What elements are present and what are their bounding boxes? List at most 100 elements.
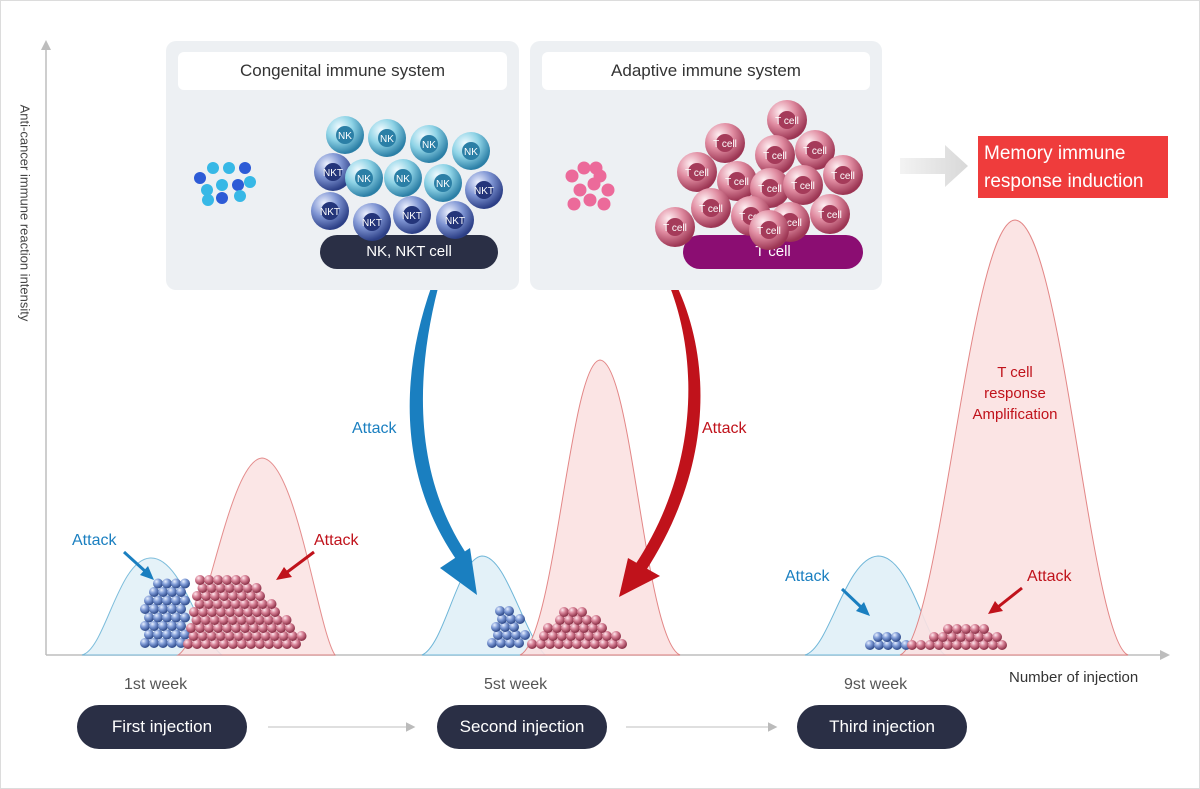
t-cell [588,623,598,633]
amplification-line3: Amplification [972,406,1058,423]
red-attack-arrow [619,280,701,597]
t-cell [581,639,591,649]
t-cell [260,631,271,641]
t-cell [204,575,214,585]
t-cell [947,632,957,642]
t-cell [273,639,283,649]
t-cell [591,615,601,625]
nkt-cell [167,604,177,614]
amplification-line2: response [984,385,1046,402]
t-cell [233,631,244,641]
nkt-cell [891,632,901,642]
small-attack-arrows [122,550,1023,616]
y-axis-label-text: Anti-cancer immune reaction intensity [17,104,33,322]
t-cell [191,615,202,625]
t-cell [200,615,211,625]
t-cell [979,624,989,634]
nkt-cell [514,638,524,648]
nkt-cell [162,578,172,589]
response-curves-week9 [804,219,1129,656]
t-cell [224,583,235,593]
t-cell [213,623,223,633]
t-cell [965,632,975,642]
nkt-cell [873,632,883,642]
t-cell [582,615,592,625]
t-cell [916,640,926,650]
t-cell [272,615,283,625]
t-cell [195,575,205,585]
memory-response-box: Memory immune response induction [978,136,1168,198]
t-cell [285,623,295,633]
t-cell [210,639,220,649]
t-cell [952,640,962,650]
nkt-cell [144,612,154,623]
nkt-cell [171,629,181,640]
t-cell [254,615,265,625]
t-cell [231,623,241,633]
congenital-panel: Congenital immune system NK, NKT cell [166,41,519,290]
t-cell [225,607,235,617]
t-cell [195,623,205,633]
nk-nkt-cell-label: NK, NKT cell [320,235,498,269]
t-cell [617,639,627,649]
t-cell [952,624,962,634]
t-cell [249,623,259,633]
nkt-cell [865,640,875,650]
nkt-cell [509,622,519,632]
t-cell [907,640,917,650]
nkt-cell [515,614,525,624]
nkt-cell [171,612,181,623]
t-cell [266,599,277,609]
t-cell [599,639,609,649]
nkt-cell [158,638,168,648]
x-axis-label: Number of injection [1009,669,1139,686]
t-cell [239,599,250,609]
nkt-cell [176,621,186,631]
t-cell [278,631,289,641]
t-cell [188,631,199,641]
t-cell [270,607,280,617]
t-cell [198,607,208,617]
t-cell [611,631,621,641]
second-injection-pill: Second injection [437,705,607,749]
nkt-cell [874,640,884,650]
t-cell [264,639,274,649]
t-cell [230,599,241,609]
t-cell [237,639,247,649]
t-cell [961,640,971,650]
nkt-cell [153,629,163,640]
nkt-cell [520,630,530,640]
t-cell [261,607,271,617]
adaptive-panel-title: Adaptive immune system [542,52,870,90]
y-axis-label: Anti-cancer immune reaction intensity [5,68,45,358]
t-cell [194,599,205,609]
t-cell [258,623,268,633]
t-cell [961,624,971,634]
nkt-cell [158,604,168,614]
t-cell [233,583,244,593]
first-injection-pill: First injection [77,705,247,749]
t-cell [577,607,587,617]
t-cell [203,599,214,609]
t-cell [210,591,220,601]
nkt-cell [144,629,154,640]
t-cell [943,640,953,650]
t-cell [206,583,217,593]
t-cell [227,615,238,625]
attack-label-blue-week1: Attack [72,532,117,549]
t-cell [539,631,549,641]
nkt-cell [487,638,497,648]
amplification-label: T cell response Amplification [940,362,1090,425]
t-cell [563,639,573,649]
t-cell [219,591,229,601]
t-cell [557,631,567,641]
t-cell [536,639,546,649]
nkt-cell [167,587,177,597]
t-cell [561,623,571,633]
t-cell [263,615,274,625]
t-cell [938,632,948,642]
t-cell [282,639,292,649]
t-cell [218,615,229,625]
t-cell [189,607,199,617]
nkt-cell [176,587,186,597]
